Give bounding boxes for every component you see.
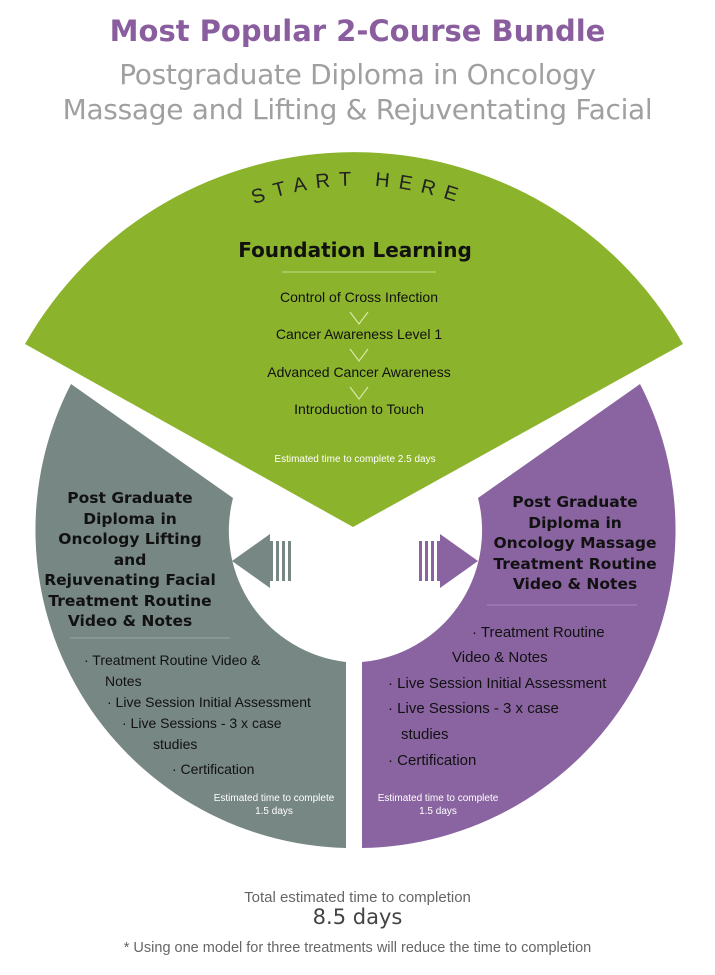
footnote: * Using one model for three treatments w…	[123, 940, 592, 956]
left-course-title: Post Graduate Diploma in Oncology Liftin…	[44, 489, 216, 630]
chevron-down-icon	[349, 311, 369, 325]
arrow-left-icon	[232, 534, 291, 588]
chevron-down-icon	[349, 386, 369, 400]
foundation-heading: Foundation Learning	[238, 238, 472, 262]
foundation-step: Introduction to Touch	[294, 401, 424, 417]
left-course-estimate: Estimated time to complete 1.5 days	[213, 793, 335, 817]
right-course-estimate: Estimated time to complete 1.5 days	[377, 793, 499, 817]
subtitle-line-1: Postgraduate Diploma in Oncology	[119, 58, 596, 91]
arrow-right-icon	[419, 534, 478, 588]
total-time-label: Total estimated time to completion	[244, 889, 471, 906]
right-course-title: Post Graduate Diploma in Oncology Massag…	[493, 493, 657, 593]
foundation-step: Control of Cross Infection	[280, 289, 438, 305]
chevron-down-icon	[349, 348, 369, 362]
subtitle-line-2: Massage and Lifting & Rejuventating Faci…	[62, 93, 653, 126]
foundation-estimate: Estimated time to complete 2.5 days	[274, 454, 436, 465]
foundation-step: Cancer Awareness Level 1	[275, 326, 443, 342]
foundation-sector	[25, 152, 683, 527]
step-chevrons	[349, 311, 369, 400]
total-time-value: 8.5 days	[312, 905, 403, 929]
main-title: Most Popular 2-Course Bundle	[109, 14, 606, 48]
left-course-sector	[35, 384, 346, 848]
foundation-step: Advanced Cancer Awareness	[267, 364, 451, 380]
right-course-sector	[362, 384, 676, 848]
